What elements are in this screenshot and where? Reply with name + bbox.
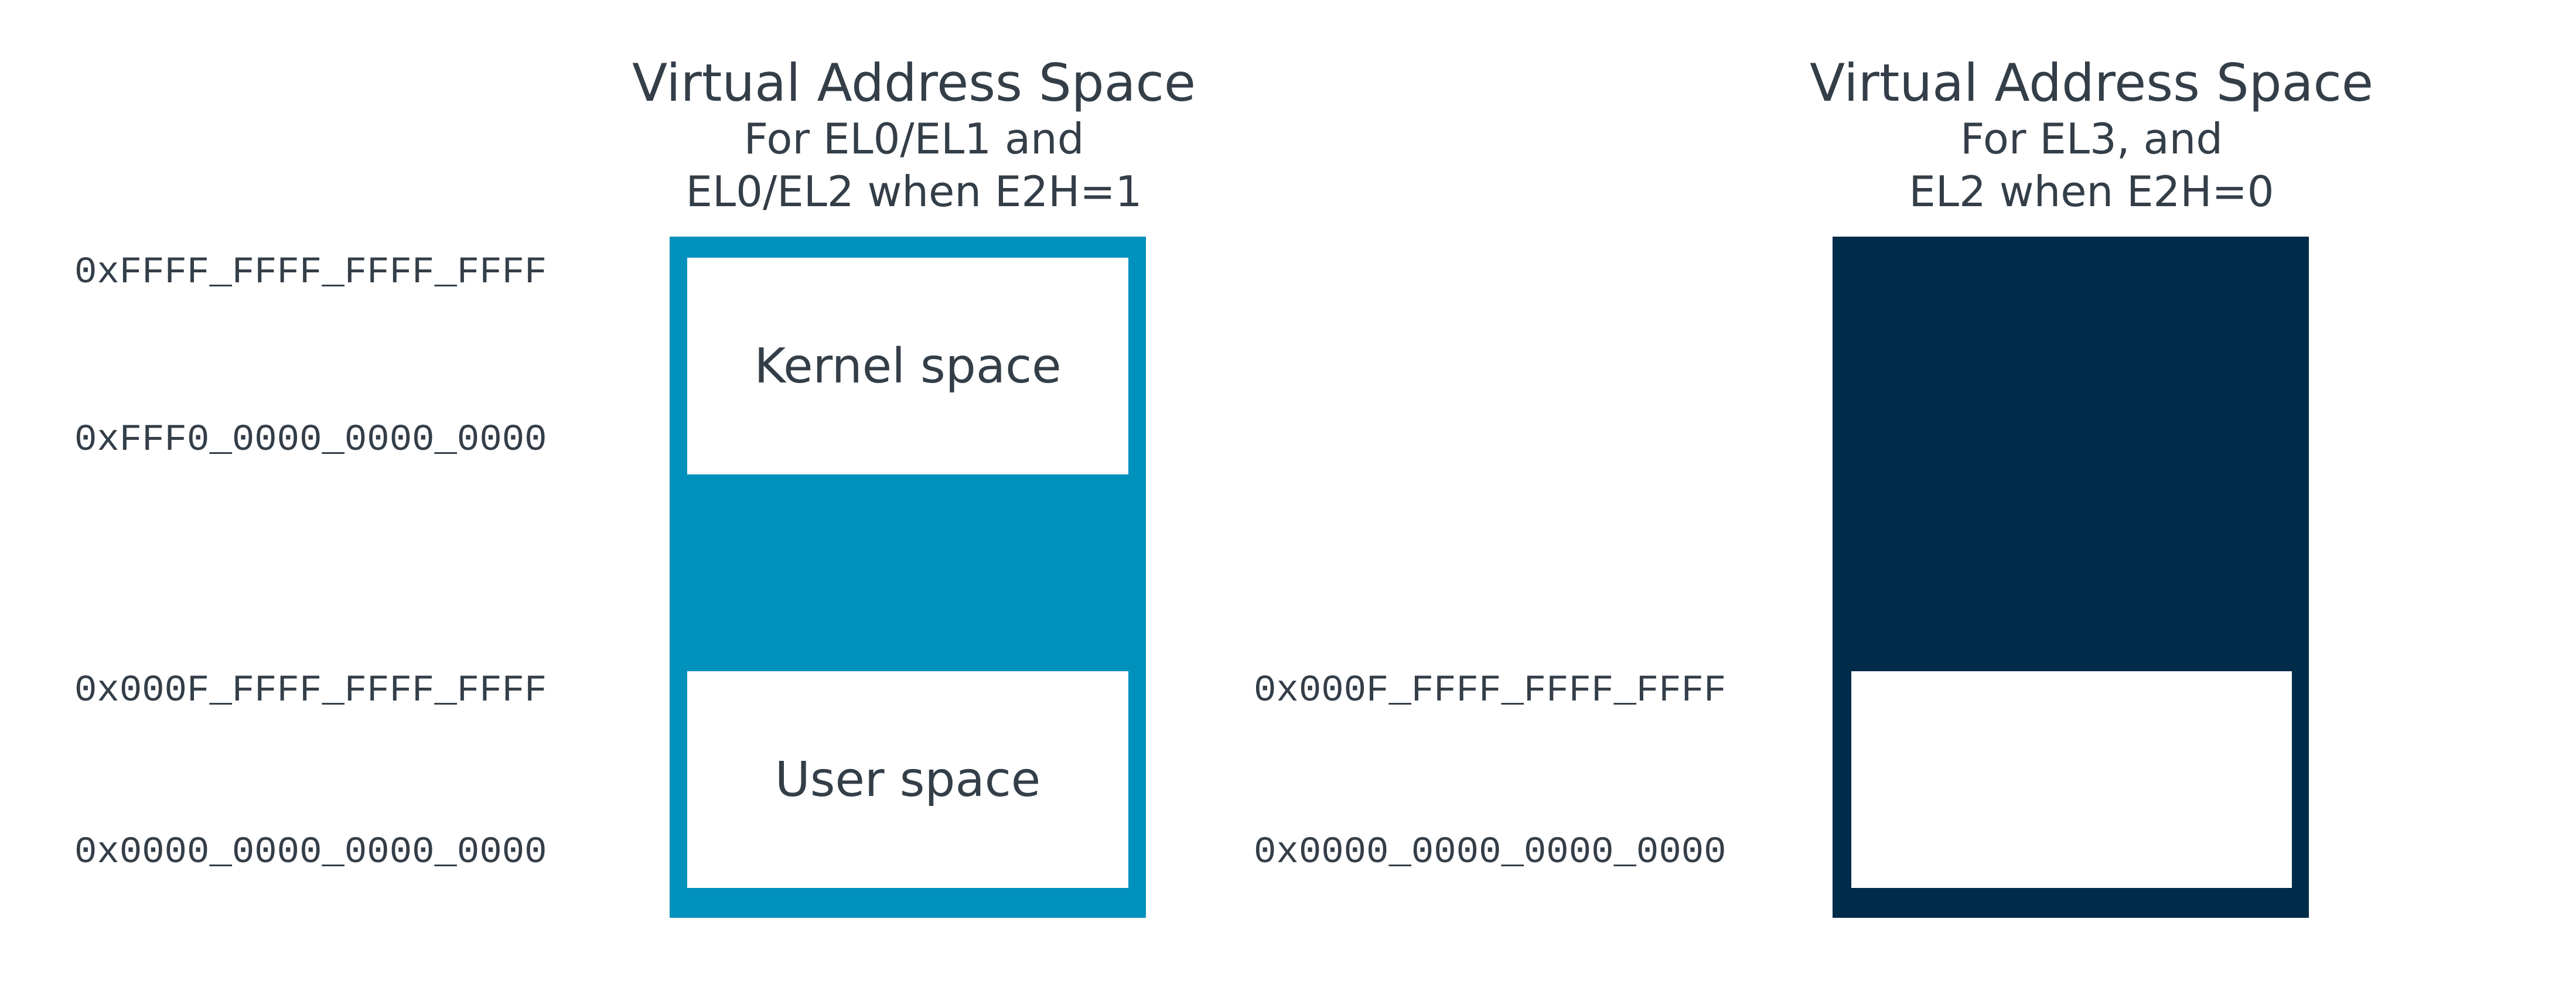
left-subtitle-line1: For EL0/EL1 and (743, 114, 1084, 163)
right-address-bottom: 0x0000_0000_0000_0000 (1254, 832, 1727, 874)
left-subtitle-line2: EL0/EL2 when E2H=1 (685, 167, 1142, 216)
right-subtitle-line1: For EL3, and (1960, 114, 2223, 163)
right-subtitle-line2: EL2 when E2H=0 (1909, 167, 2274, 216)
right-lower-region (1851, 671, 2292, 888)
left-title: Virtual Address Space (632, 53, 1196, 113)
left-address-user-top: 0x000F_FFFF_FFFF_FFFF (74, 670, 547, 712)
kernel-space-region: Kernel space (687, 258, 1128, 474)
user-space-label: User space (774, 751, 1041, 808)
kernel-space-label: Kernel space (754, 338, 1062, 394)
right-title-block: Virtual Address Space For EL3, and EL2 w… (1787, 54, 2396, 218)
left-title-block: Virtual Address Space For EL0/EL1 and EL… (609, 54, 1219, 218)
left-address-kernel-bottom: 0xFFF0_0000_0000_0000 (74, 419, 547, 462)
left-address-bottom: 0x0000_0000_0000_0000 (74, 832, 547, 874)
left-address-top: 0xFFFF_FFFF_FFFF_FFFF (74, 252, 547, 294)
right-address-user-top: 0x000F_FFFF_FFFF_FFFF (1254, 670, 1727, 712)
user-space-region: User space (687, 671, 1128, 888)
right-title: Virtual Address Space (1809, 53, 2374, 113)
